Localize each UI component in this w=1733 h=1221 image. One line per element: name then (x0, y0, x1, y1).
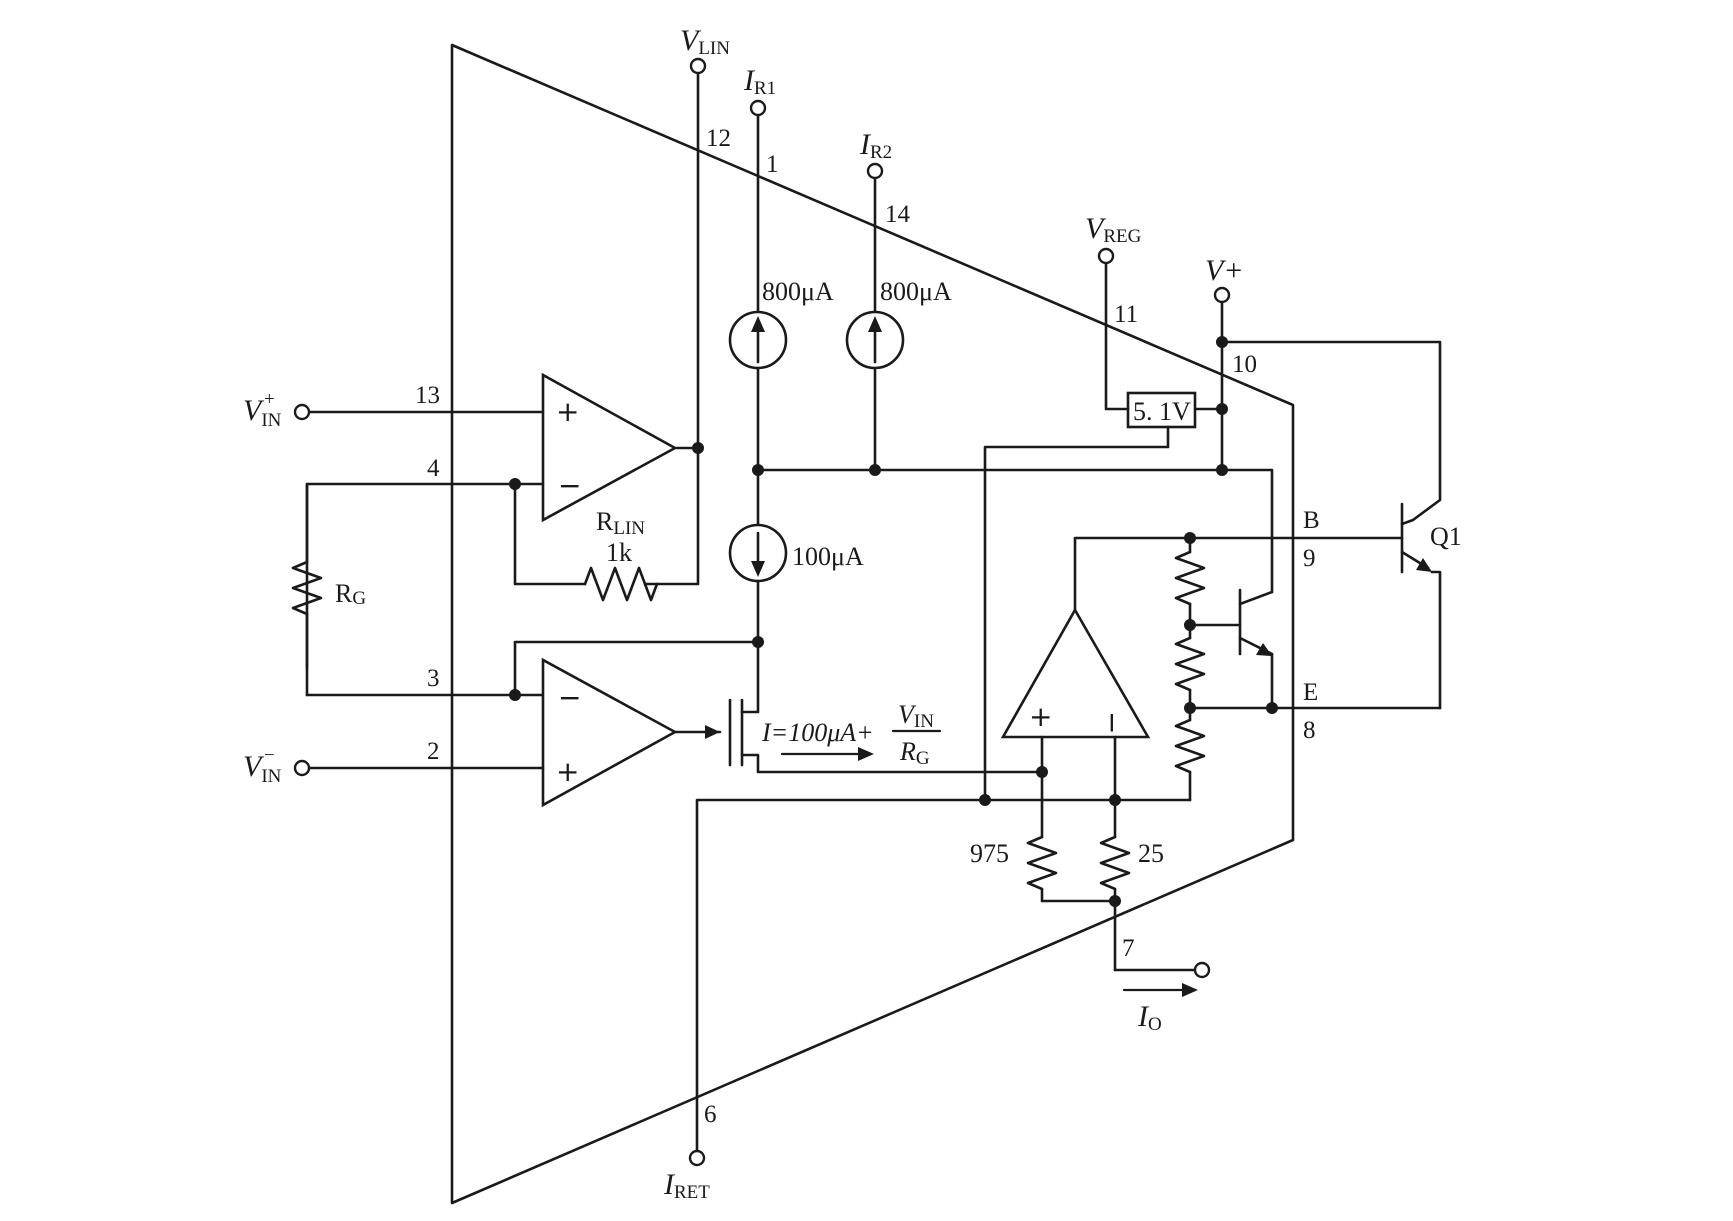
opamp-a3-plus-sign: + (1029, 700, 1052, 733)
wire-a2-feedback (513, 640, 760, 697)
q1-emitter-arrow (1416, 558, 1432, 572)
opamp-a2-plus-sign: + (556, 755, 579, 788)
label-io: IO (1137, 1000, 1162, 1035)
cs2-arrow-head (868, 316, 882, 332)
resistor-div-1 (1174, 550, 1206, 606)
pin-7: 7 (1122, 935, 1135, 962)
label-cs3: 100μA (792, 542, 864, 571)
wire-rail (756, 468, 1274, 594)
resistor-div-3 (1174, 718, 1206, 774)
opamp-a1-minus-sign: − (558, 469, 581, 502)
label-vplus: V+ (1205, 254, 1244, 287)
opamp-a1 (541, 372, 678, 523)
terminal-vplus (1213, 286, 1231, 304)
pin-1: 1 (766, 151, 779, 178)
wire-a3-out (1073, 536, 1192, 612)
label-rg: RG (335, 579, 366, 609)
opamp-a3 (1000, 607, 1151, 739)
resistor-rlin (583, 566, 659, 602)
fet-source-lead (740, 753, 1044, 774)
current-arrow-i-head (858, 747, 874, 761)
label-vin-neg-sup: − (264, 745, 275, 766)
terminal-vin-pos (293, 403, 311, 421)
resistor-rg (291, 560, 323, 616)
fet-drain-lead (740, 640, 760, 714)
label-r975: 975 (970, 839, 1009, 868)
node-iret-left (979, 794, 991, 806)
label-cs1: 800μA (762, 277, 834, 306)
label-iret: IRET (663, 1168, 710, 1203)
equation-denominator: RG (899, 737, 930, 769)
label-q1: Q1 (1430, 522, 1462, 551)
terminal-vreg (1097, 247, 1115, 265)
pin-14: 14 (885, 201, 911, 228)
label-regulator: 5. 1V (1133, 397, 1191, 426)
wire-975-bottom (1040, 887, 1117, 903)
terminal-ir1 (749, 99, 767, 117)
label-vlin: VLIN (680, 24, 730, 59)
resistor-div-2 (1174, 636, 1206, 692)
wire-reg-out (983, 425, 1170, 802)
label-vreg: VREG (1085, 212, 1142, 247)
pin-12: 12 (706, 125, 731, 152)
wire-rlin-left (513, 482, 587, 586)
node-a3-plus (1036, 766, 1048, 778)
pin-2: 2 (427, 738, 440, 765)
label-vin-neg: VIN (243, 750, 282, 787)
io-arrow-head (1182, 983, 1198, 997)
pin-11: 11 (1114, 301, 1138, 328)
wire-vreg (1104, 260, 1130, 411)
opamp-a2 (541, 657, 678, 808)
gate-arrow (705, 725, 720, 739)
terminal-ir2 (866, 162, 884, 180)
terminal-vin-neg (293, 759, 311, 777)
pin-9: 9 (1303, 545, 1316, 572)
internal-transistor-collector (1238, 590, 1274, 606)
cs3-arrow-head (751, 561, 765, 577)
opamp-a3-minus-sign: − (1096, 711, 1129, 734)
pin-4: 4 (427, 455, 440, 482)
ic-outline (450, 43, 1295, 1205)
pin-b: B (1303, 507, 1320, 534)
pin-13: 13 (415, 382, 440, 409)
resistor-975 (1026, 835, 1058, 891)
label-ir1: IR1 (743, 64, 776, 99)
label-vin-pos-sup: + (264, 389, 275, 410)
equation-lhs: I=100μA+ (761, 718, 874, 747)
q1-collector-stub (1400, 518, 1415, 526)
label-cs2: 800μA (880, 277, 952, 306)
terminal-iret (688, 1149, 706, 1167)
pin-10: 10 (1232, 351, 1257, 378)
terminal-io (1193, 961, 1211, 979)
node-io (1109, 895, 1121, 907)
resistor-25 (1099, 835, 1131, 891)
label-rlin-name: RLIN (596, 507, 645, 539)
wire-rg-top (305, 482, 545, 670)
wire-q1-emitter (1430, 570, 1442, 710)
wire-iret (695, 798, 1192, 1154)
pin-3: 3 (427, 665, 440, 692)
label-vin-pos: VIN (243, 394, 282, 431)
label-r25: 25 (1138, 839, 1164, 868)
label-ir2: IR2 (859, 128, 892, 163)
opamp-a2-minus-sign: − (558, 681, 581, 714)
opamp-a1-plus-sign: + (556, 395, 579, 428)
wire-rlin-right (643, 446, 700, 586)
cs1-arrow-head (751, 316, 765, 332)
pin-e: E (1303, 679, 1318, 706)
terminal-vlin (689, 57, 707, 75)
equation-numerator: VIN (898, 700, 934, 732)
pin-6: 6 (704, 1101, 717, 1128)
wire-q1-collector (1220, 340, 1442, 522)
pin-8: 8 (1303, 717, 1316, 744)
internal-transistor-arrow (1256, 643, 1272, 656)
label-rlin-value: 1k (606, 538, 632, 567)
